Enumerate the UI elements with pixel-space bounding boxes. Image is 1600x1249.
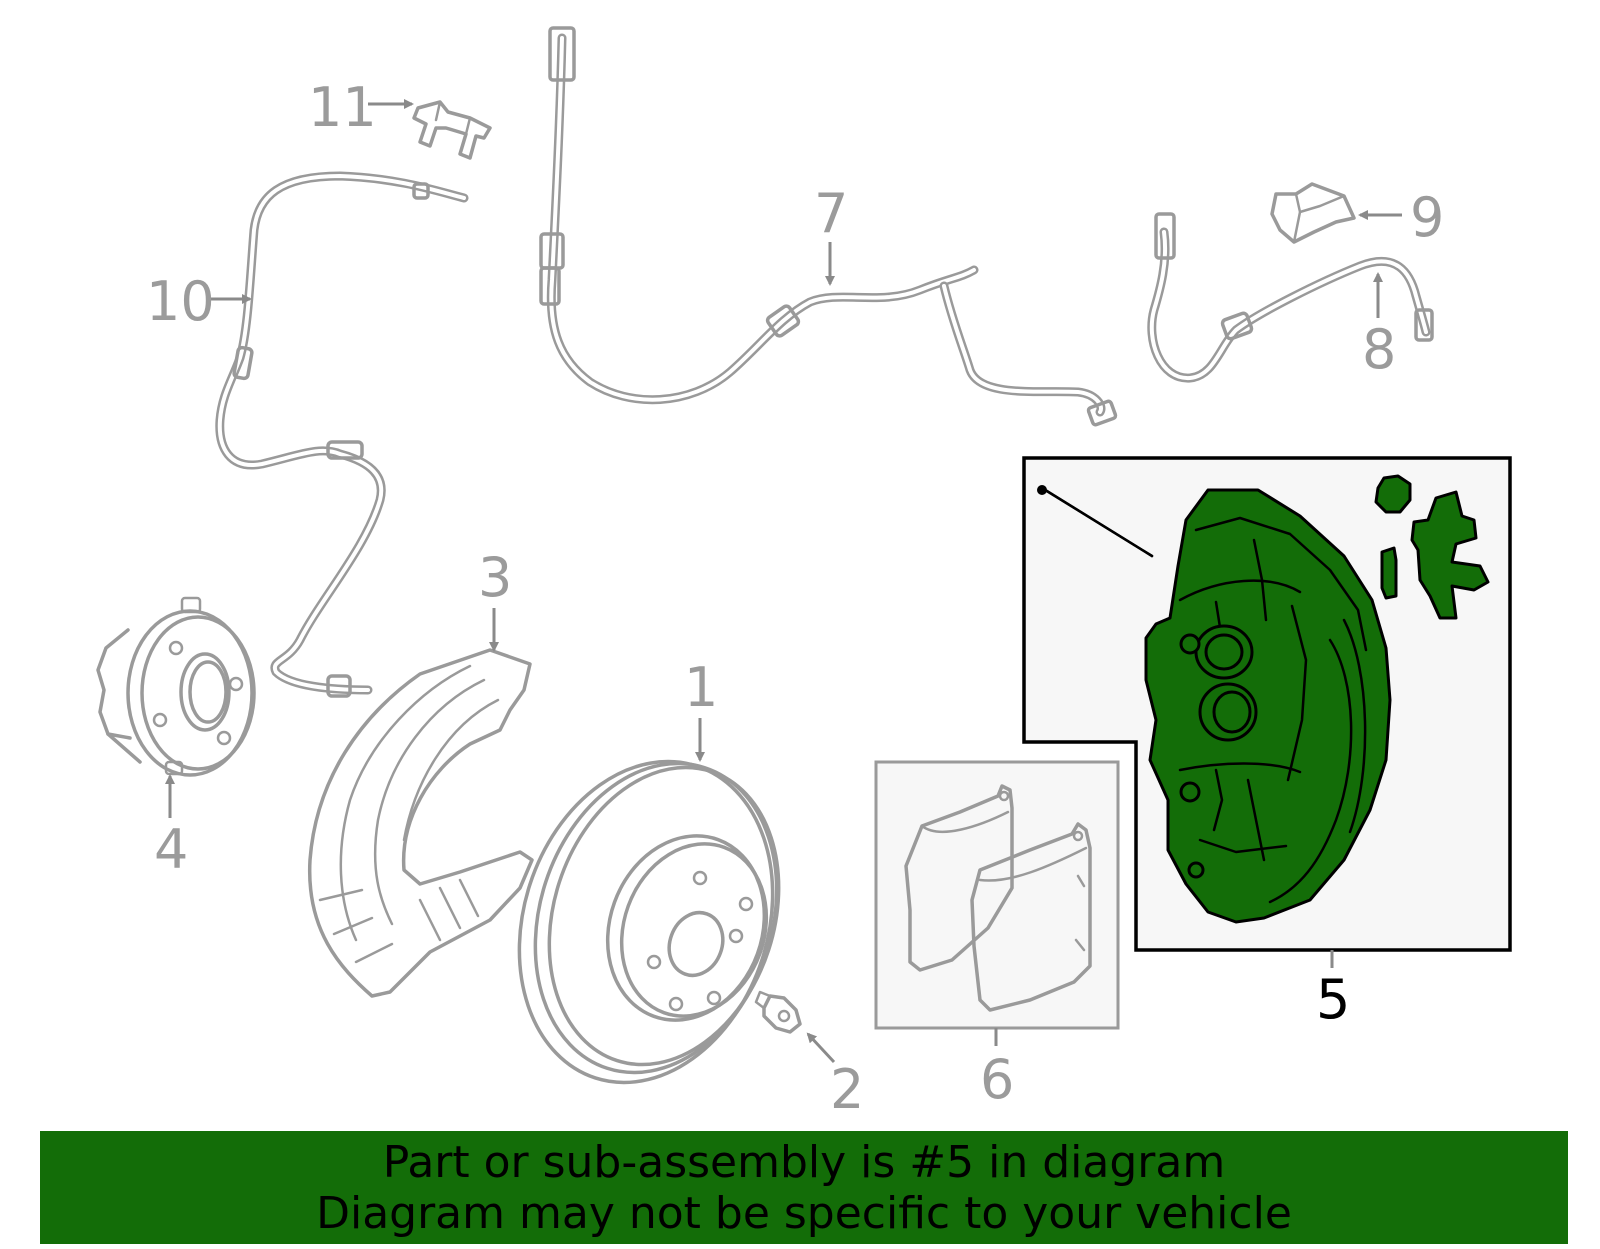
part-6-box <box>874 760 1120 1030</box>
callout-6: 6 <box>980 1048 1014 1111</box>
callout-10: 10 <box>146 270 215 333</box>
part-4-wheel-hub[interactable] <box>96 596 256 777</box>
part-8-sensor-wire[interactable] <box>1147 212 1434 383</box>
part-5-caliper-assembly[interactable] <box>1037 474 1490 924</box>
banner-line-1: Part or sub-assembly is #5 in diagram <box>382 1137 1226 1188</box>
part-10-sensor-wire[interactable] <box>215 171 469 698</box>
banner-line-2: Diagram may not be specific to your vehi… <box>316 1188 1292 1239</box>
callout-3: 3 <box>478 546 512 609</box>
part-7-sensor-wire[interactable] <box>539 26 1118 427</box>
callout-1: 1 <box>684 656 718 719</box>
part-6-brake-pads[interactable] <box>904 784 1092 1012</box>
part-11-clip[interactable] <box>412 100 492 160</box>
part-2-bolt[interactable] <box>754 990 802 1034</box>
callout-7: 7 <box>814 182 848 245</box>
part-3-dust-shield[interactable] <box>307 648 534 998</box>
part-1-brake-rotor[interactable] <box>479 728 815 1115</box>
info-banner: Part or sub-assembly is #5 in diagram Di… <box>40 1131 1568 1244</box>
callout-9: 9 <box>1410 186 1444 249</box>
part-9-clip[interactable] <box>1270 182 1356 244</box>
callout-2: 2 <box>830 1058 864 1121</box>
callout-5: 5 <box>1316 968 1350 1031</box>
callout-4: 4 <box>154 818 188 881</box>
callout-11: 11 <box>308 76 377 139</box>
callout-8: 8 <box>1362 318 1396 381</box>
